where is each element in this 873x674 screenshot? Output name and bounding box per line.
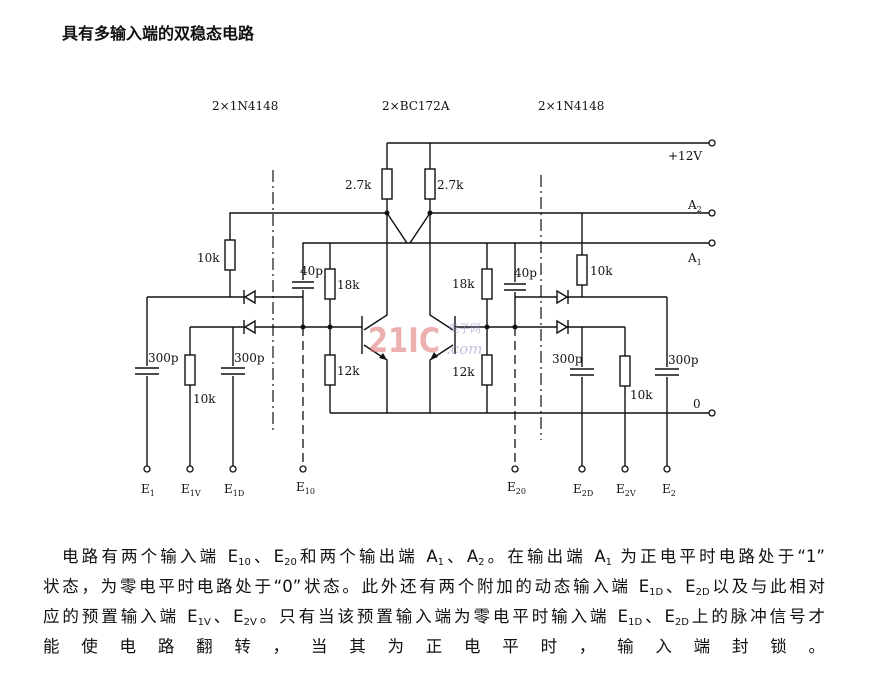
supply-label: +12V [668,149,702,163]
paragraph-line: 状态，为零电平时电路处于“0”状态。此外还有两个附加的动态输入端 E1D、E2D… [43,572,825,602]
subscript: 2V [243,617,257,628]
output-a2-label: A2 [687,198,702,214]
transistors-label: 2×BC172A [382,99,450,113]
subscript: 2 [478,557,485,568]
svg-text:10k: 10k [197,251,220,265]
text-segment: 、E [210,607,244,626]
text-segment: 能使电路翻转，当其为正电平时，输入端封锁。 [43,637,825,656]
resistor-12k-left [324,354,336,386]
text-segment: 上的脉冲信号才 [689,607,826,626]
text-segment: 、E [642,607,675,626]
input-e10-label: E10 [296,480,315,496]
svg-text:12k: 12k [337,364,360,378]
input-e20-label: E20 [507,480,526,496]
svg-text:300p: 300p [668,353,699,367]
svg-text:40p: 40p [514,266,537,280]
svg-text:300p: 300p [234,351,265,365]
paragraph-line: 应的预置输入端 E1V、E2V。只有当该预置输入端为零电平时输入端 E1D、E2… [43,602,825,632]
terminals [143,139,716,473]
diode-left-lower [243,319,256,335]
component-values: 2.7k 2.7k 10k 18k 12k 40p 40p 18k 12k 10… [148,178,699,406]
input-e1-label: E1 [141,482,155,498]
text-segment: 应的预置输入端 E [43,607,198,626]
capacitors [134,280,680,377]
diode-left-upper [243,289,256,305]
subscript: 1V [197,617,211,628]
text-segment: 状态，为零电平时电路处于“0”状态。此外还有两个附加的动态输入端 E [43,577,650,596]
subscript: 2D [695,587,710,598]
resistor-e2v [619,355,631,387]
ground-label: 0 [693,397,701,411]
right-diodes-label: 2×1N4148 [538,99,604,113]
text-segment: 电路有两个输入端 E [62,547,239,566]
description-paragraph: 电路有两个输入端 E10、E20和两个输出端 A1、A2。在输出端 A1 为正电… [43,542,825,662]
input-e1d-label: E1D [224,482,244,498]
subscript: 20 [284,557,297,568]
svg-text:18k: 18k [452,277,475,291]
input-e2d-label: E2D [573,482,593,498]
svg-text:300p: 300p [552,352,583,366]
text-segment: 。只有当该预置输入端为零电平时输入端 E [256,607,629,626]
text-segment: 、A [444,547,479,566]
input-e2v-label: E2V [616,482,636,498]
subscript: 1D [628,617,643,628]
input-e2-label: E2 [662,482,676,498]
diode-right-lower [556,319,569,335]
watermark-logo: 21IC 电子网 .com [368,321,482,361]
resistor-10k-left [224,239,236,271]
subscript: 10 [238,557,251,568]
svg-text:300p: 300p [148,351,179,365]
svg-text:21IC: 21IC [368,321,440,361]
resistor-18k-right [481,268,493,300]
left-diodes-label: 2×1N4148 [212,99,278,113]
text-segment: 、E [250,547,285,566]
subscript: 1 [437,557,445,568]
text-segment: 。在输出端 A [484,547,606,566]
resistor-18k-left [324,268,336,300]
svg-text:电子网: 电子网 [448,322,481,335]
svg-text:10k: 10k [630,388,653,402]
svg-text:2.7k: 2.7k [345,178,372,192]
svg-text:2.7k: 2.7k [437,178,464,192]
diode-right-upper [556,289,569,305]
junction-dots [300,210,518,330]
output-a1-label: A1 [687,251,702,267]
resistor-10k-right [576,254,588,286]
resistor-2.7k-right [424,168,436,200]
svg-text:10k: 10k [193,392,216,406]
paragraph-line: 电路有两个输入端 E10、E20和两个输出端 A1、A2。在输出端 A1 为正电… [43,542,825,572]
svg-text:.com: .com [446,340,482,358]
svg-text:10k: 10k [590,264,613,278]
text-segment: 为正电平时电路处于“1” [612,547,825,566]
resistor-e1v [184,354,196,386]
subscript: 1D [649,587,664,598]
text-segment: 和两个输出端 A [296,547,438,566]
input-e1v-label: E1V [181,482,201,498]
subscript: 2D [674,617,689,628]
svg-text:12k: 12k [452,365,475,379]
svg-text:40p: 40p [300,264,323,278]
text-segment: 以及与此相对 [709,577,826,596]
page-title: 具有多输入端的双稳态电路 [62,24,255,43]
resistor-2.7k-left [381,168,393,200]
subscript: 1 [605,557,613,568]
text-segment: 、E [663,577,696,596]
resistor-12k-right [481,354,493,386]
svg-text:18k: 18k [337,278,360,292]
paragraph-line: 能使电路翻转，当其为正电平时，输入端封锁。 [43,632,825,662]
